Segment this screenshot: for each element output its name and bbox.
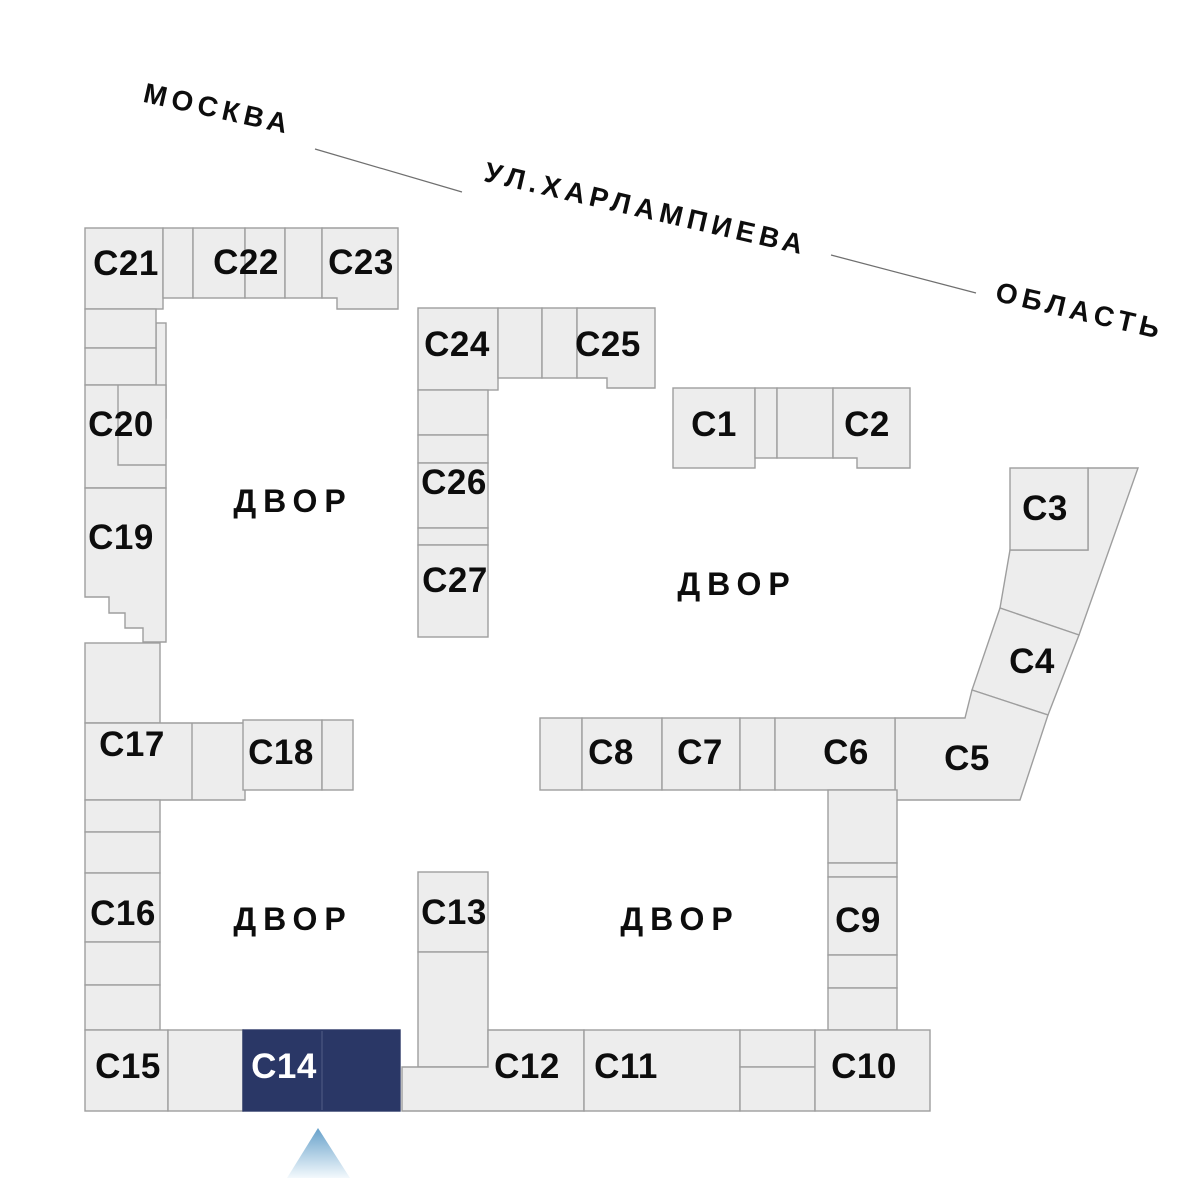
building-c12-label: С12 [494,1047,560,1086]
building-c1-label: С1 [691,405,737,444]
building-c18[interactable] [242,719,323,791]
building-c5-label: С5 [944,739,990,778]
building-c25[interactable] [576,307,656,389]
building-section [84,941,161,986]
building-c22-b[interactable] [244,227,286,299]
building-c15[interactable] [84,1029,169,1112]
building-c17-label: С17 [99,725,165,764]
building-section [539,717,583,791]
building-c27-label: С27 [422,561,488,600]
building-section [541,307,578,379]
building-c7-label: С7 [677,733,723,772]
street-name-label: УЛ.ХАРЛАМПИЕВА [482,156,811,261]
block-right-strip: С3 С4 С5 [886,467,1139,801]
building-section [827,987,898,1031]
block-top-middle: С24 С25 С26 С27 [417,307,656,638]
building-section [827,954,898,989]
building-c25-label: С25 [575,325,641,364]
building-c19[interactable] [84,487,167,643]
building-c6[interactable] [774,717,896,791]
building-section [497,307,543,379]
building-c15-label: С15 [95,1047,161,1086]
building-c20-label: С20 [88,405,154,444]
building-c13-label: С13 [421,893,487,932]
building-c11[interactable] [583,1029,741,1112]
building-c9-label: С9 [835,901,881,940]
building-c21-label: С21 [93,244,159,283]
building-c2-label: С2 [844,405,890,444]
building-section [162,227,194,299]
block-top-left: С21 С22 С23 [84,227,399,310]
building-section [84,831,161,874]
building-c26-label: С26 [421,463,487,502]
block-c9-leg: С9 [827,789,898,1031]
block-c14-selected: С14 [242,1029,401,1178]
street-line-left [314,148,463,193]
building-section [739,1029,816,1068]
building-section [417,389,489,436]
building-c6-label: С6 [823,733,869,772]
building-c3-label: С3 [1022,489,1068,528]
building-section [284,227,323,299]
building-section [84,984,161,1031]
building-c2[interactable] [832,387,911,469]
building-section [739,717,776,791]
building-c13[interactable] [417,871,489,953]
building-c23-label: С23 [328,243,394,282]
building-c18-label: С18 [248,733,314,772]
street-annotation: МОСКВА УЛ.ХАРЛАМПИЕВА ОБЛАСТЬ [141,77,1168,345]
building-section [417,434,489,464]
building-c24[interactable] [417,307,499,391]
courtyard-labels: ДВОР ДВОР ДВОР ДВОР [233,483,796,937]
building-section [84,799,161,833]
building-c27[interactable] [417,544,489,638]
building-section [167,1029,244,1112]
building-c11-label: С11 [594,1047,658,1086]
building-c21[interactable] [84,227,164,310]
building-c4-label: С4 [1009,642,1055,681]
building-c14-label: С14 [251,1047,317,1086]
block-c1-c2: С1 С2 [672,387,911,469]
building-section [417,527,489,546]
selected-building-marker-icon [287,1128,350,1178]
building-section [84,308,157,349]
building-c16-label: С16 [90,894,156,933]
block-c13-leg: С13 [417,871,489,1068]
building-c8-label: С8 [588,733,634,772]
building-section [827,789,898,864]
building-c26[interactable] [417,462,489,529]
courtyard-label-bottom-right: ДВОР [620,901,739,937]
building-section [84,347,157,386]
building-section [417,951,489,1068]
courtyard-label-bottom-left: ДВОР [233,901,352,937]
building-c22-a[interactable] [192,227,246,299]
building-c9[interactable] [827,876,898,956]
building-c10-label: С10 [831,1047,897,1086]
building-section [84,642,161,724]
building-c1[interactable] [672,387,756,469]
building-section [321,719,354,791]
building-section [776,387,834,459]
building-c3[interactable] [1009,467,1089,551]
building-section [827,862,898,878]
building-section [754,387,778,459]
street-city-label: МОСКВА [141,77,296,140]
building-section [739,1066,816,1112]
building-c20-inner-line [117,385,166,466]
block-c18: С18 [242,719,354,791]
building-c23[interactable] [321,227,399,310]
courtyard-label-top-right: ДВОР [677,566,796,602]
courtyard-label-top-left: ДВОР [233,483,352,519]
block-left-column: С20 С19 С17 С16 [84,308,246,1031]
block-bottom-row: С15 С12 С11 С10 [84,1029,931,1112]
building-c10[interactable] [814,1029,931,1112]
street-region-label: ОБЛАСТЬ [993,276,1168,345]
street-line-right [830,254,977,294]
block-middle-row: С8 С7 С6 [539,717,896,791]
building-c19-label: С19 [88,518,154,557]
building-c24-label: С24 [424,325,490,364]
building-c22-label: С22 [213,243,279,282]
